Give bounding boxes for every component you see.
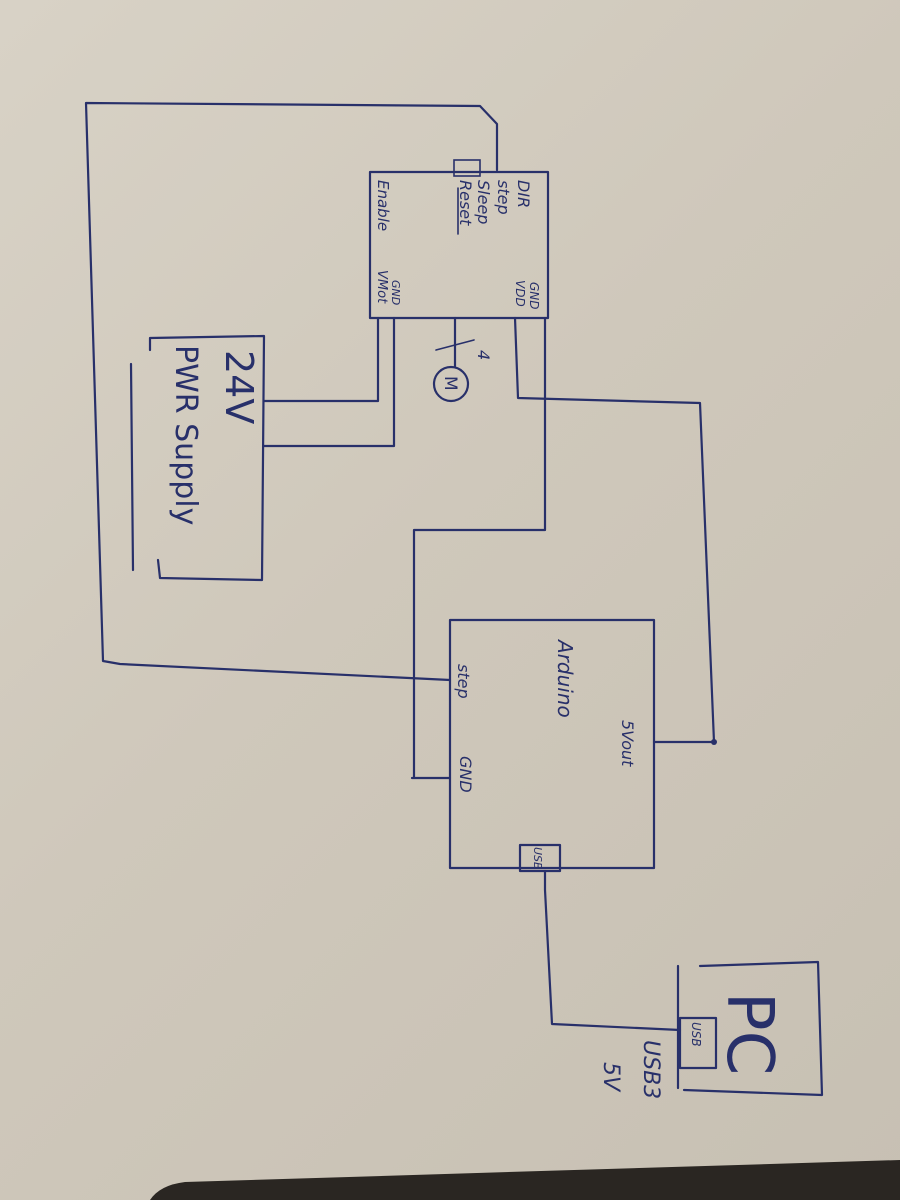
pc-box (676, 960, 824, 1097)
driver-pin-vmot: VMot (374, 270, 389, 304)
wire-psu-vmot (262, 316, 380, 403)
table-edge (150, 1160, 900, 1200)
wire-usb-cable (543, 869, 682, 1032)
wire-gnd-logic (410, 316, 547, 780)
arduino-pin-5v: 5Vout (618, 720, 637, 767)
driver-pin-dir: DIR (514, 180, 533, 208)
driver-pin-gnd-logic: GND (527, 282, 541, 310)
driver-pin-gnd-psu: GND (389, 280, 402, 305)
driver-pin-reset: Reset (456, 180, 475, 226)
wire-5v-junction (711, 739, 717, 745)
driver-pin-enable: Enable (374, 180, 392, 231)
wire-step (84, 101, 499, 682)
pc-usb-spec: USB3 (638, 1040, 663, 1099)
arduino-board (448, 618, 656, 870)
psu-name: PWR Supply (168, 345, 203, 525)
arduino-name: Arduino (553, 638, 577, 718)
driver-pin-vdd: VDD (513, 280, 527, 307)
motor-wire-count: 4 (474, 350, 493, 360)
driver-pin-step: step (494, 180, 513, 215)
arduino-pin-gnd: GND (456, 756, 475, 793)
psu-box (148, 334, 266, 582)
pc-usb-voltage: 5V (598, 1062, 623, 1093)
arduino-usb-label: USB (531, 847, 544, 870)
psu-edge (129, 362, 135, 572)
wire-5v-vdd (513, 316, 716, 744)
pc-usb-label: USB (689, 1022, 703, 1047)
pc-usb-port (678, 1016, 718, 1070)
arduino-pin-step: step (454, 664, 473, 699)
psu-voltage: 24V (217, 350, 261, 424)
motor-symbol (432, 365, 470, 403)
driver-pin-sleep: Sleep (474, 180, 493, 224)
motor-label: M (440, 376, 460, 391)
motor-wire-slash (435, 339, 475, 351)
arduino-usb-port (518, 843, 562, 873)
wire-psu-gnd (262, 316, 396, 448)
driver-board (368, 170, 550, 320)
pc-name: PC (712, 992, 786, 1075)
driver-header (453, 159, 481, 177)
